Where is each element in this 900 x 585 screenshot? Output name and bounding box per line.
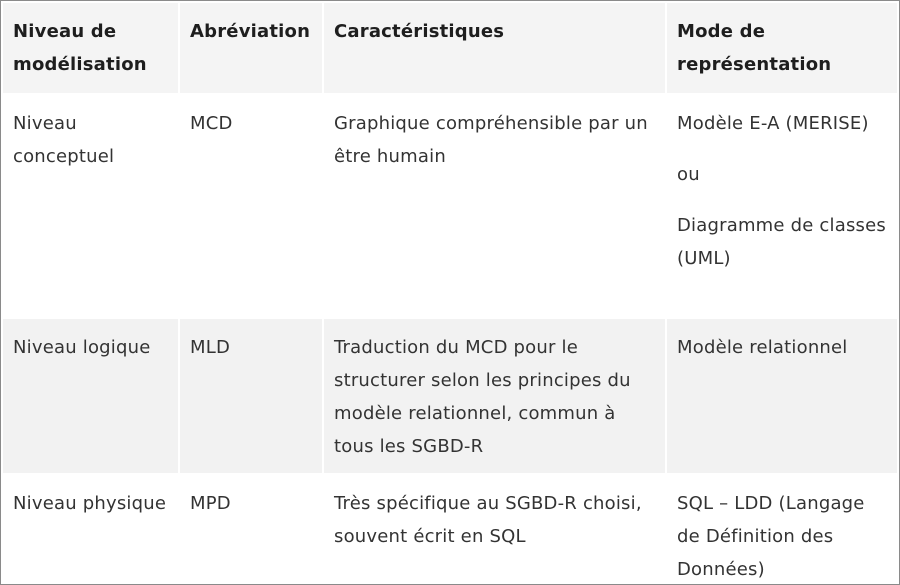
- cell-representation: Modèle relationnel: [667, 319, 897, 473]
- representation-line: Diagramme de classes (UML): [677, 215, 886, 269]
- cell-representation: Modèle E-A (MERISE) ou Diagramme de clas…: [667, 95, 897, 317]
- cell-abbreviation: MPD: [180, 475, 322, 584]
- header-abbreviation: Abréviation: [180, 3, 322, 93]
- representation-line: ou: [677, 164, 700, 185]
- representation-line: Modèle relationnel: [677, 337, 848, 358]
- cell-characteristics: Très spécifique au SGBD-R choisi, souven…: [324, 475, 665, 584]
- cell-abbreviation: MLD: [180, 319, 322, 473]
- cell-abbreviation: MCD: [180, 95, 322, 317]
- cell-representation: SQL – LDD (Langage de Définition des Don…: [667, 475, 897, 584]
- cell-level: Niveau conceptuel: [3, 95, 178, 317]
- table-row: Niveau conceptuel MCD Graphique compréhe…: [3, 95, 897, 317]
- representation-line: Modèle E-A (MERISE): [677, 113, 869, 134]
- table-header-row: Niveau de modélisation Abréviation Carac…: [3, 3, 897, 93]
- cell-characteristics: Traduction du MCD pour le structurer sel…: [324, 319, 665, 473]
- header-characteristics: Caractéristiques: [324, 3, 665, 93]
- table-row: Niveau logique MLD Traduction du MCD pou…: [3, 319, 897, 473]
- cell-level: Niveau logique: [3, 319, 178, 473]
- header-representation: Mode de représentation: [667, 3, 897, 93]
- cell-level: Niveau physique: [3, 475, 178, 584]
- header-level: Niveau de modélisation: [3, 3, 178, 93]
- table-row: Niveau physique MPD Très spécifique au S…: [3, 475, 897, 584]
- cell-characteristics: Graphique compréhensible par un être hum…: [324, 95, 665, 317]
- representation-line: SQL – LDD (Langage de Définition des Don…: [677, 493, 865, 580]
